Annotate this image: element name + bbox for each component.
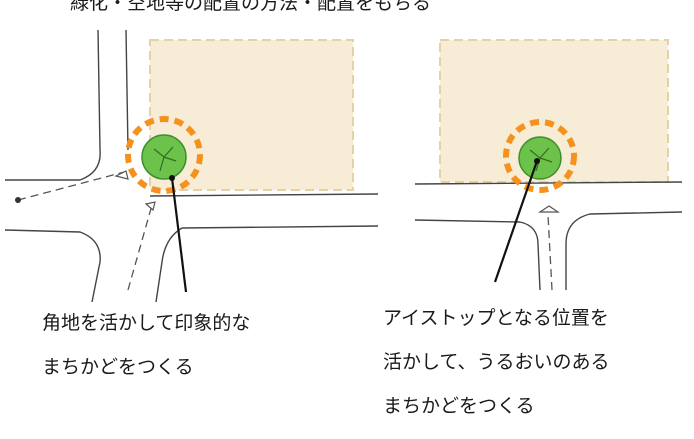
left-highlight-ring [125, 116, 203, 194]
right-tree-branches [529, 147, 553, 172]
left-road-edge [149, 193, 379, 197]
right-viewpoint-eye [538, 205, 560, 213]
right-caption-line: まちかどをつくる [383, 395, 535, 417]
right-leader-line [493, 160, 539, 283]
right-sight-line [547, 214, 553, 291]
left-caption-line: 角地を活かして印象的な [42, 312, 251, 334]
left-sight-line [17, 169, 133, 201]
left-viewpoint-eye [114, 170, 129, 180]
left-sight-line [127, 204, 153, 291]
left-leader-line [170, 177, 188, 293]
left-road-edge [4, 229, 101, 303]
right-caption-line: 活かして、うるおいのある [383, 351, 610, 373]
left-road-edge [125, 29, 129, 151]
left-viewpoint-dot [15, 197, 21, 203]
left-caption: 角地を活かして印象的な まちかどをつくる [42, 290, 342, 400]
right-highlight-ring [503, 119, 577, 193]
right-road-edge [414, 181, 683, 185]
street-diagrams [4, 29, 683, 303]
left-road-edge [5, 29, 101, 181]
left-road-edge [181, 225, 379, 229]
right-panel [414, 39, 683, 291]
left-caption-line: まちかどをつくる [42, 356, 194, 378]
left-tree-branches [153, 146, 177, 172]
heading-fragment: 緑化・空地等の配置の方法・配置をもちる [70, 0, 432, 14]
right-caption: アイストップとなる位置を 活かして、うるおいのある まちかどをつくる [383, 285, 683, 439]
right-road-edge [414, 219, 541, 291]
left-panel [4, 29, 379, 303]
right-caption-line: アイストップとなる位置を [383, 307, 609, 329]
left-viewpoint-eye [144, 201, 156, 212]
right-road-edge [565, 211, 683, 290]
